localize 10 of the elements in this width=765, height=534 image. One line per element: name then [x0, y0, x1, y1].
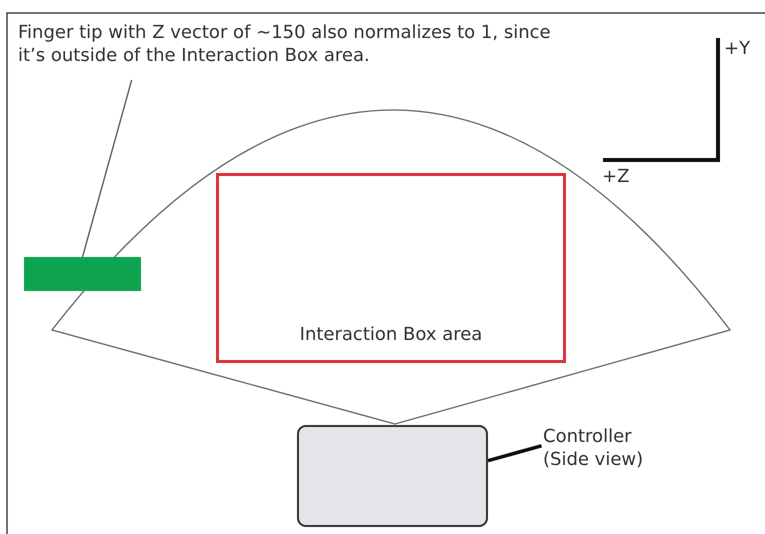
- box-label: Interaction Box area: [298, 324, 484, 346]
- finger-tip-bar: [24, 257, 141, 291]
- axis-label: +Y: [724, 38, 750, 60]
- leader-line: [488, 444, 542, 462]
- axis-label: +Z: [602, 166, 630, 188]
- leader-line: [82, 80, 132, 258]
- annotation-text: Finger tip with Z vector of ~150 also normalizes to 1, since it’s outside of the Interaction Box area.: [18, 22, 578, 80]
- interaction-box: [216, 173, 566, 363]
- controller-label: Controller (Side view): [543, 426, 661, 486]
- controller-box: [297, 425, 488, 527]
